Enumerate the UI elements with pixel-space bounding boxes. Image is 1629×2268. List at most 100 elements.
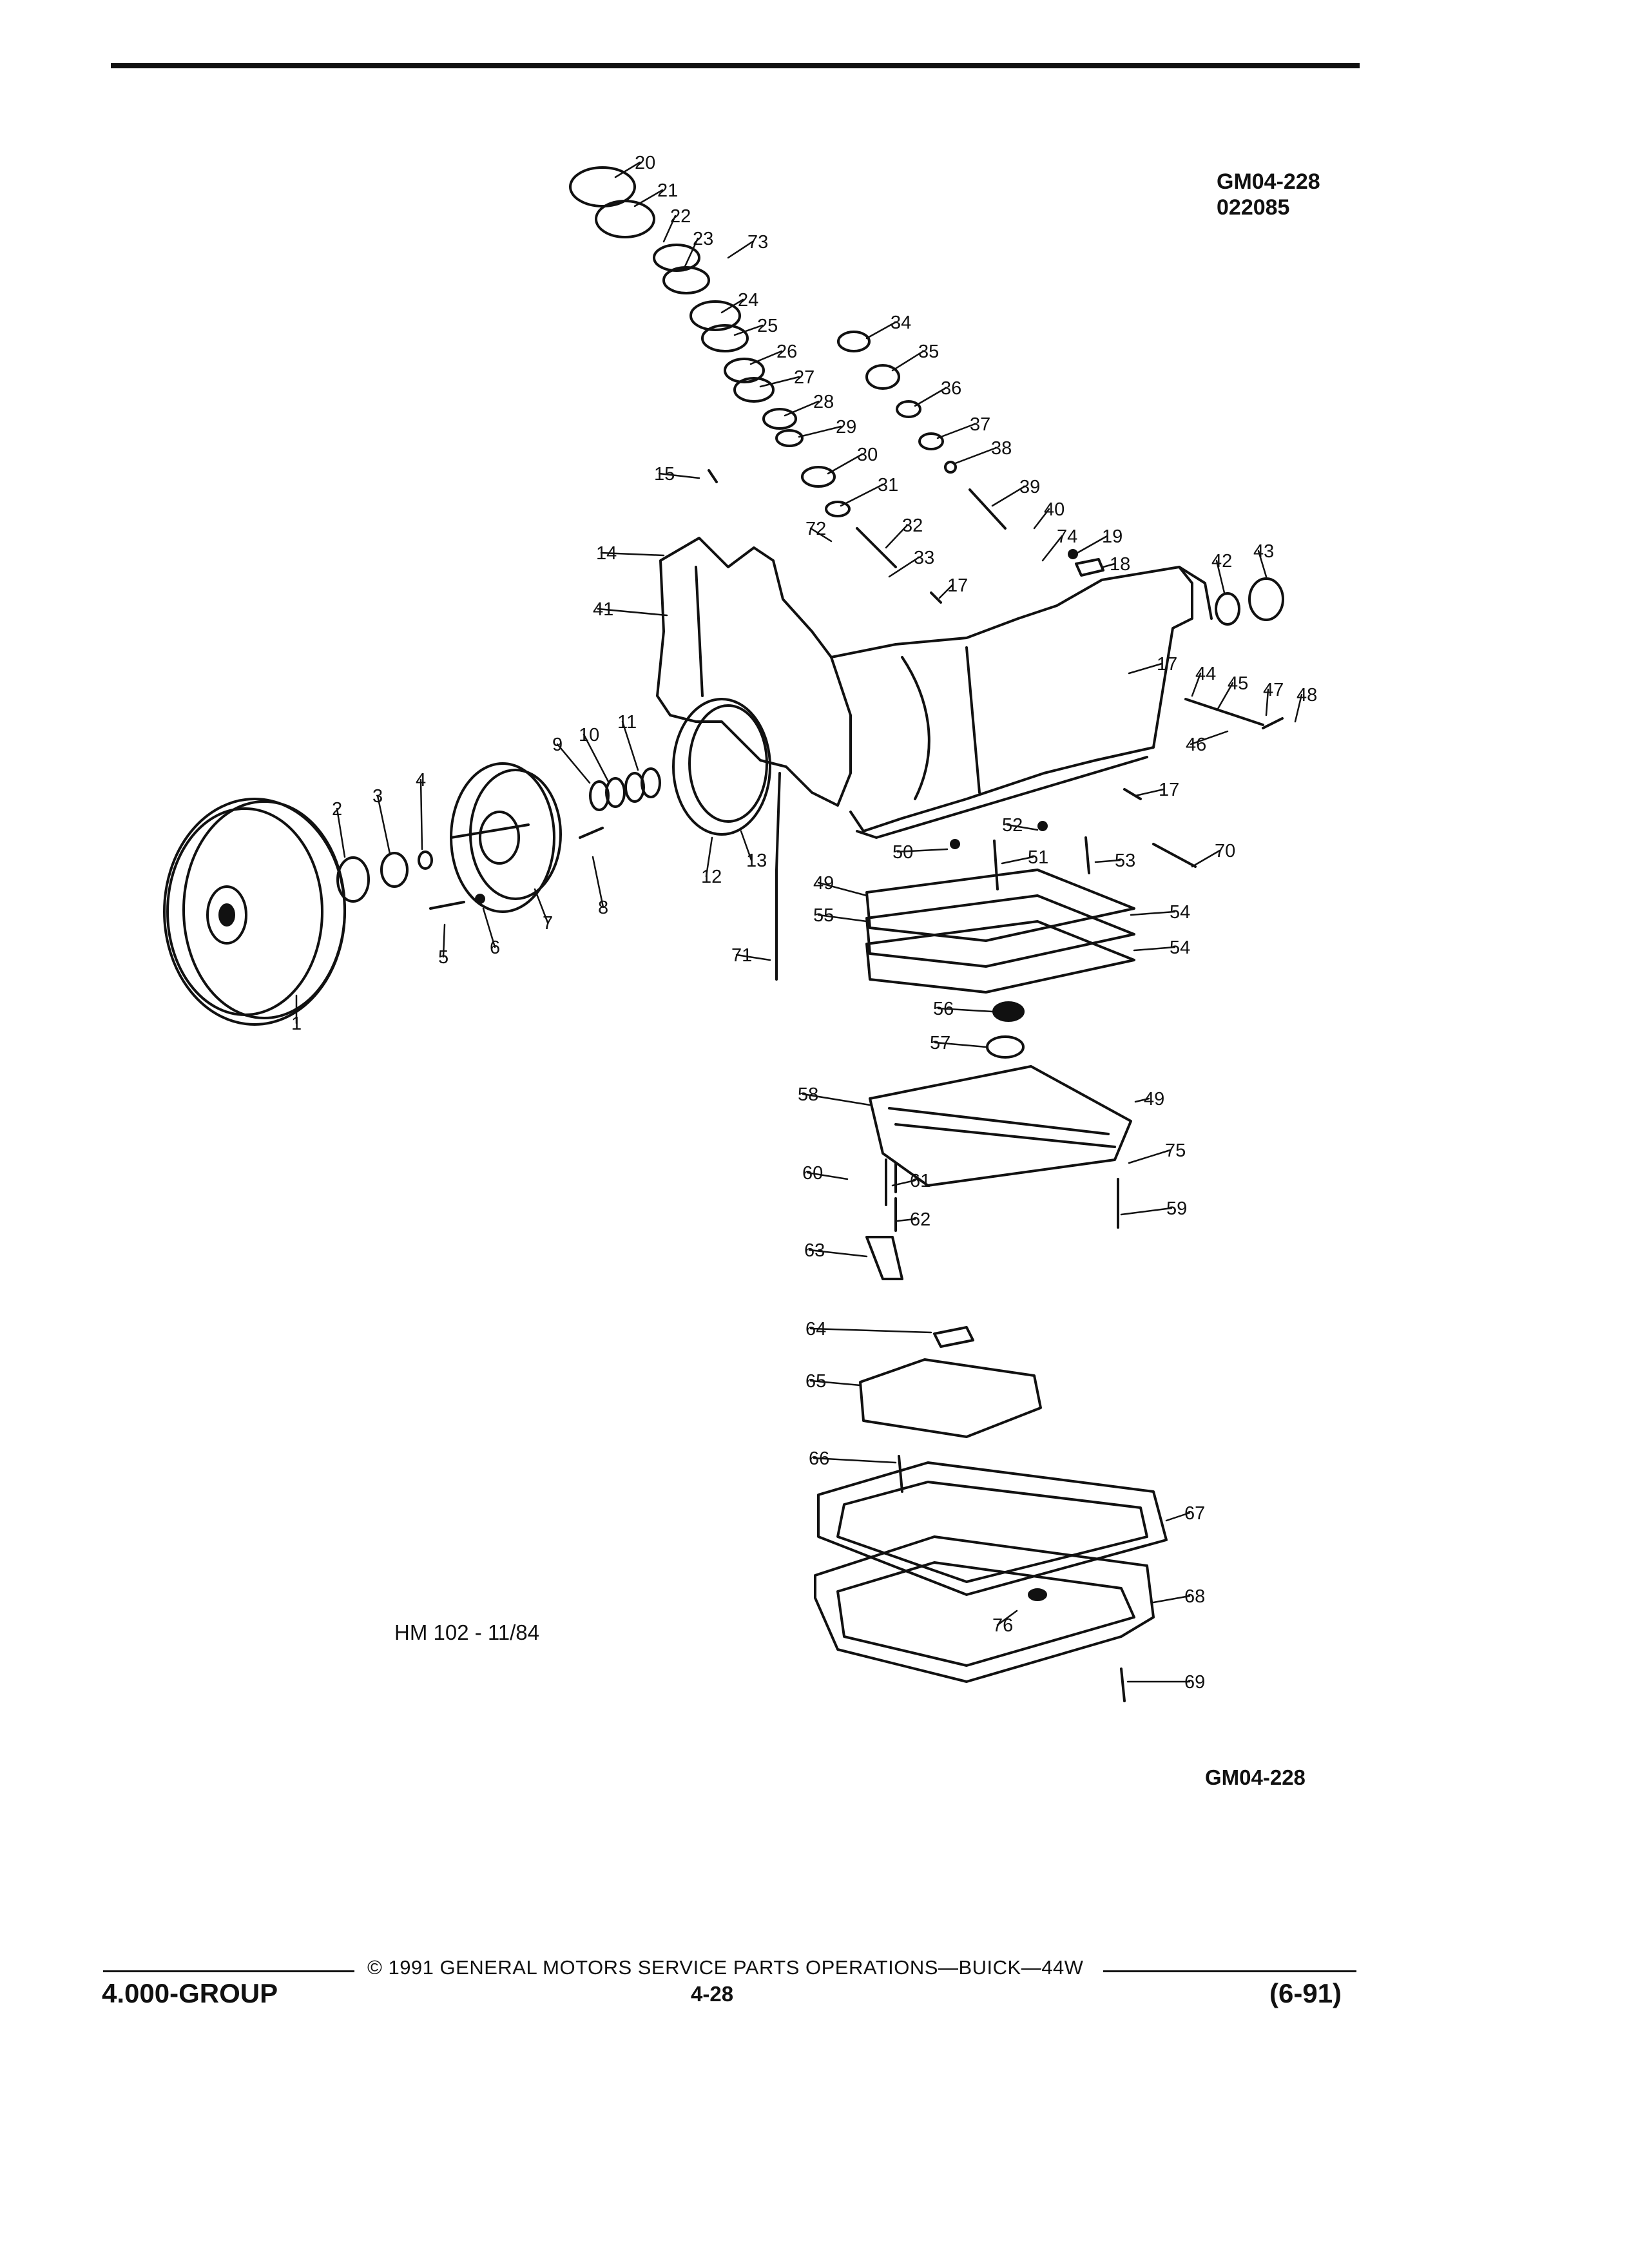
leader-line [1215, 559, 1226, 594]
leader-line [705, 836, 713, 878]
leader-line [896, 1218, 916, 1222]
accumulator-spring [993, 840, 999, 890]
figure-code-header: GM04-228 022085 [1217, 169, 1320, 220]
extension-bushing [1215, 592, 1240, 626]
leader-line [914, 387, 947, 407]
callout-47: 47 [1263, 680, 1284, 700]
leader-line [1134, 788, 1165, 797]
callout-17: 17 [947, 575, 968, 596]
leader-line [936, 423, 976, 439]
leader-line [1128, 1149, 1171, 1164]
leader-line [600, 552, 665, 557]
leader-line [1257, 550, 1268, 578]
leader-line [802, 1093, 871, 1106]
footer-revision: (6-91) [1269, 1978, 1342, 2008]
leader-line [1033, 508, 1050, 530]
footer-rule-left [103, 1970, 354, 1972]
leader-line [376, 794, 391, 855]
leader-line [1152, 1595, 1191, 1604]
leader-line [614, 161, 641, 178]
leader-line [534, 888, 549, 924]
leader-line [809, 1379, 862, 1387]
figure-code: GM04-228 [1217, 169, 1320, 194]
transmission-case [656, 537, 1213, 839]
oil-pump-assembly [450, 762, 562, 913]
leader-line [682, 237, 699, 272]
leader-line [1294, 693, 1303, 723]
leader-line [1130, 910, 1176, 916]
leader-line [720, 298, 744, 314]
leader-line [1006, 823, 1039, 831]
footer-page: 4-28 [691, 1982, 734, 2006]
leader-line [784, 400, 820, 417]
leader-line [336, 807, 346, 858]
leader-line [749, 350, 783, 365]
o-ring [589, 780, 610, 811]
leader-line [482, 907, 496, 948]
callout-45: 45 [1228, 673, 1248, 694]
leader-line [817, 914, 868, 923]
torque-converter [163, 798, 346, 1026]
callout-22: 22 [670, 206, 691, 227]
leader-line [952, 447, 998, 465]
governor-washer [944, 461, 957, 474]
callout-46: 46 [1186, 735, 1206, 755]
callout-40: 40 [1044, 499, 1065, 520]
filter-seal [933, 1326, 974, 1348]
leader-line [891, 1179, 916, 1187]
leader-line [865, 321, 897, 340]
leader-line [1128, 662, 1163, 675]
footer-copyright: © 1991 GENERAL MOTORS SERVICE PARTS OPER… [367, 1956, 1084, 1979]
case-bolt [1123, 788, 1142, 800]
leader-line [827, 453, 863, 475]
leader-line [1133, 946, 1176, 952]
seal-ring [624, 772, 645, 803]
extension-seal [1248, 577, 1284, 621]
leader-line [1041, 535, 1063, 562]
leader-line [556, 743, 591, 784]
footer-rule-right [1103, 1970, 1356, 1972]
leader-line [735, 954, 771, 961]
leader-line [806, 1171, 849, 1180]
leader-line [621, 720, 639, 771]
bolt-washer [475, 894, 485, 904]
leader-line [442, 923, 446, 958]
leader-line [740, 830, 753, 861]
leader-line [938, 584, 954, 599]
leader-line [885, 524, 909, 549]
leader-line [1191, 849, 1221, 868]
leader-line [1190, 730, 1229, 745]
plug [950, 839, 960, 849]
leader-line [1076, 535, 1108, 554]
leader-line [1134, 1097, 1150, 1103]
bolt [1068, 549, 1078, 559]
pump-gasket [672, 698, 771, 836]
top-rule [111, 63, 1360, 68]
plug [1037, 821, 1048, 831]
leader-line [727, 240, 754, 259]
leader-line [419, 778, 423, 850]
pump-bushing [380, 852, 409, 888]
leader-line [592, 856, 604, 908]
leader-line [1191, 672, 1202, 697]
leader-line [1217, 682, 1234, 710]
leader-line [1165, 1512, 1191, 1522]
plate [1075, 558, 1104, 577]
leader-line [633, 189, 664, 207]
leader-line [1265, 688, 1269, 716]
leader-line [991, 485, 1026, 507]
o-ring [605, 777, 626, 808]
callout-50: 50 [892, 842, 913, 863]
valve-body [869, 1065, 1132, 1187]
screen-seal [986, 1035, 1025, 1059]
callout-76: 76 [992, 1615, 1013, 1636]
pan-bolt [1120, 1667, 1126, 1702]
leader-line [759, 376, 800, 388]
leader-line [1001, 856, 1034, 865]
leader-line [1102, 562, 1116, 568]
callout-23: 23 [693, 229, 713, 249]
pump-seal [336, 856, 370, 903]
leader-line [996, 1610, 1018, 1626]
electrical-connector [1152, 843, 1197, 868]
